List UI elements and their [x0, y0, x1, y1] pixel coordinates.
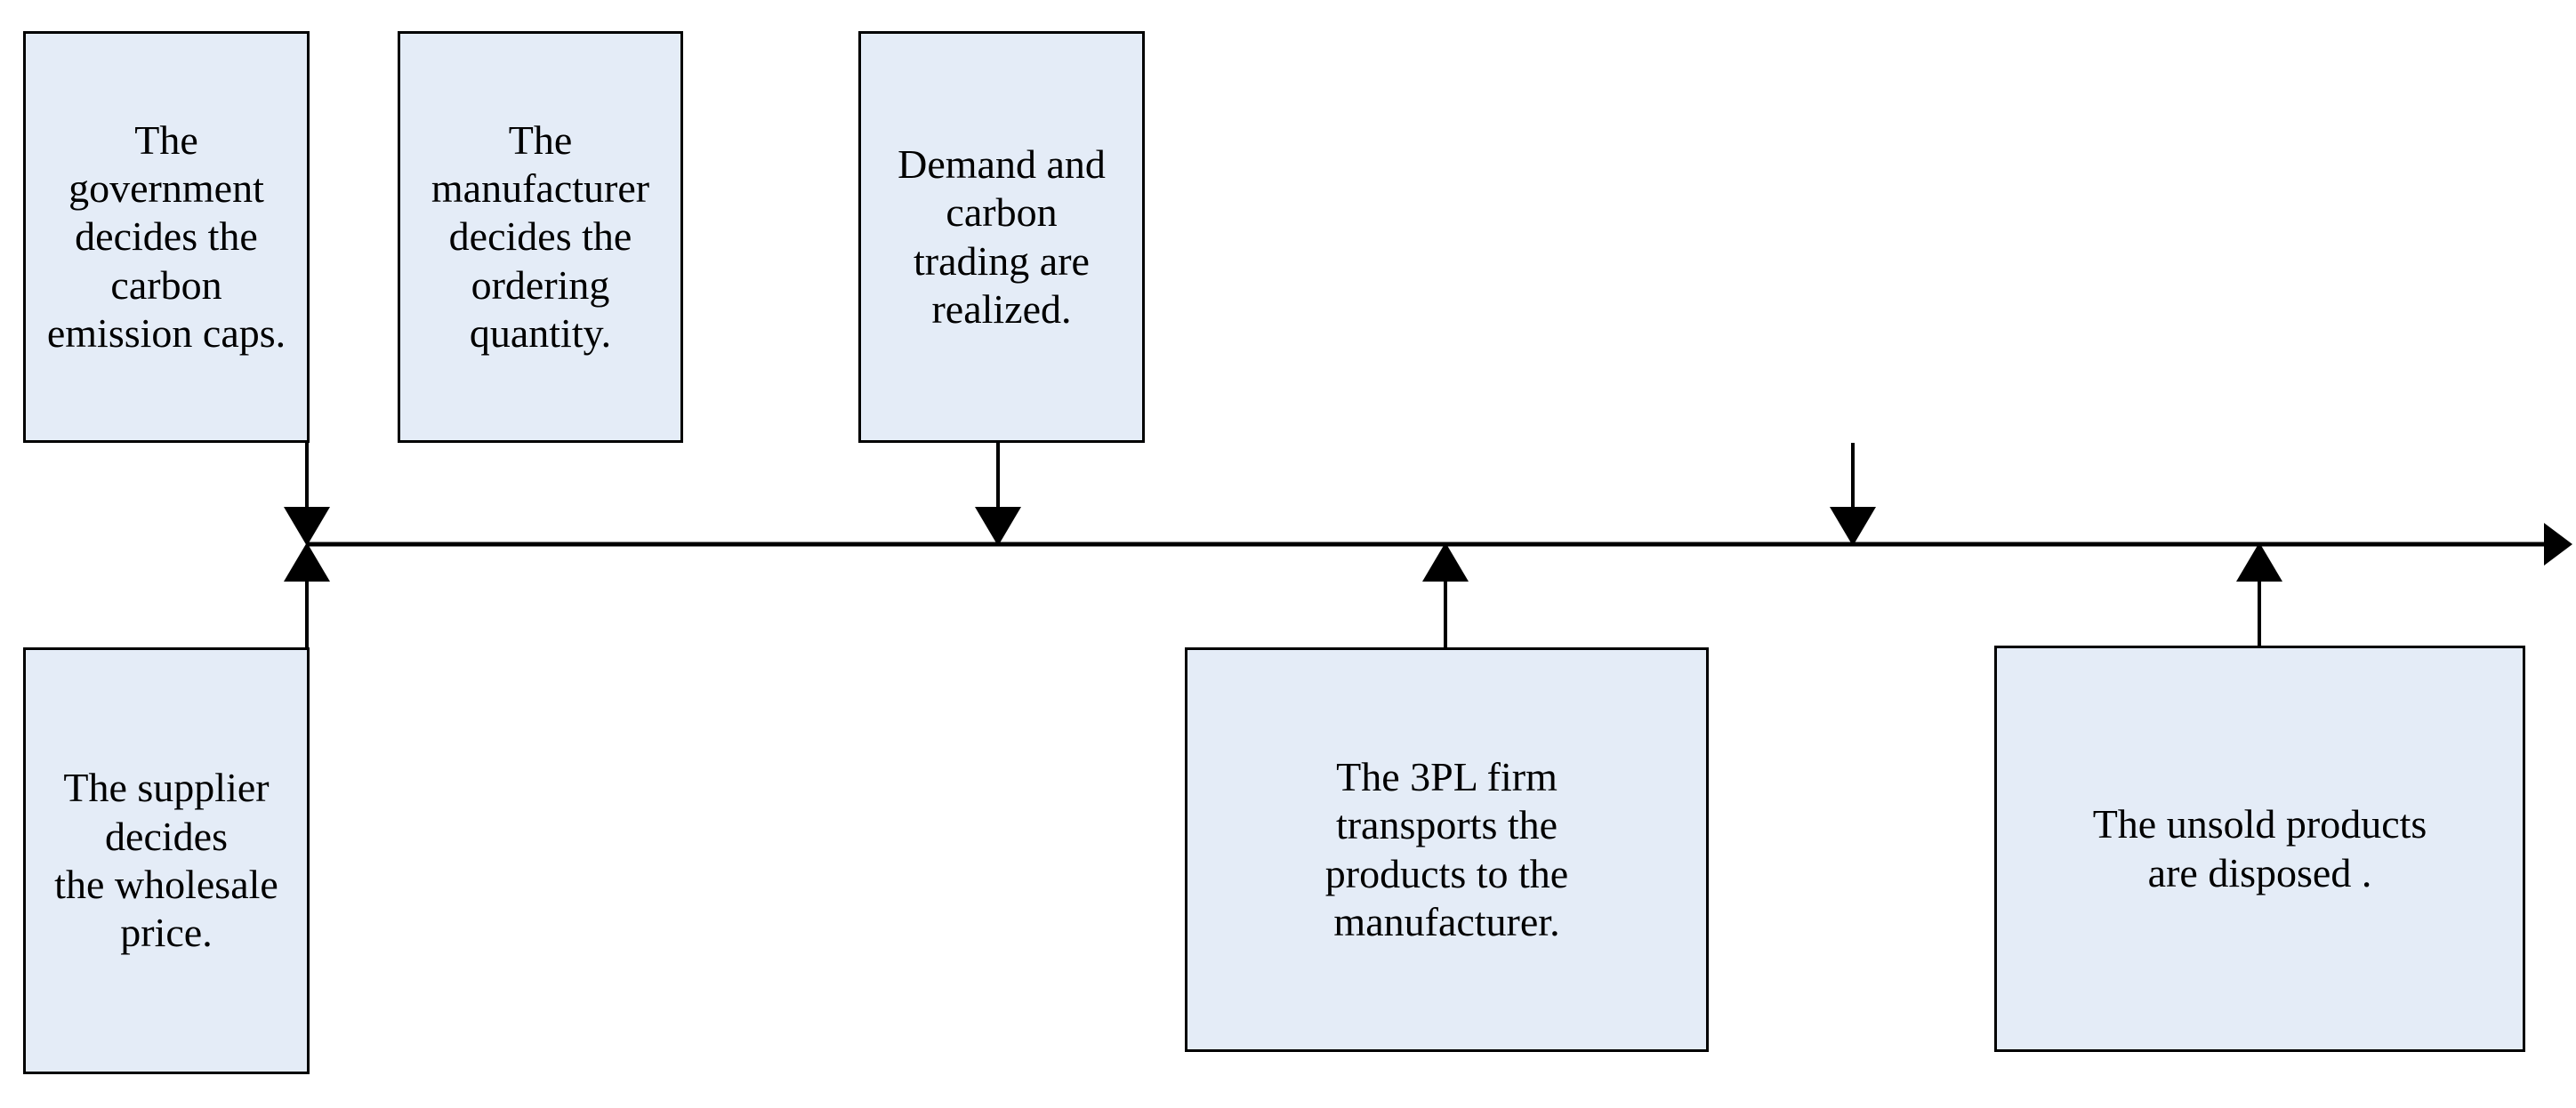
- node-government[interactable]: The government decides the carbon emissi…: [23, 31, 310, 443]
- node-manufacturer[interactable]: The manufacturer decides the ordering qu…: [398, 31, 683, 443]
- up-arrowhead-unsold: [2236, 542, 2282, 582]
- node-third-party-logistics[interactable]: The 3PL firm transports the products to …: [1185, 647, 1709, 1052]
- node-logistics-label: The 3PL firm transports the products to …: [1324, 753, 1569, 944]
- down-arrowhead-demand: [1830, 507, 1876, 546]
- node-unsold-products[interactable]: The unsold products are disposed .: [1994, 646, 2525, 1052]
- timeline-right-arrowhead: [2544, 523, 2572, 566]
- down-arrowhead-government: [284, 507, 330, 546]
- up-arrowhead-supplier: [284, 542, 330, 582]
- node-supplier[interactable]: The supplier decides the wholesale price…: [23, 647, 310, 1074]
- node-government-label: The government decides the carbon emissi…: [46, 116, 286, 356]
- node-unsold-label: The unsold products are disposed .: [2092, 801, 2427, 895]
- node-manufacturer-label: The manufacturer decides the ordering qu…: [431, 116, 650, 356]
- down-arrowhead-manufacturer: [975, 507, 1021, 546]
- node-supplier-label: The supplier decides the wholesale price…: [54, 765, 278, 956]
- node-demand-label: Demand and carbon trading are realized.: [898, 141, 1106, 332]
- node-demand-carbon-trading[interactable]: Demand and carbon trading are realized.: [858, 31, 1145, 443]
- up-arrowhead-logistics: [1422, 542, 1469, 582]
